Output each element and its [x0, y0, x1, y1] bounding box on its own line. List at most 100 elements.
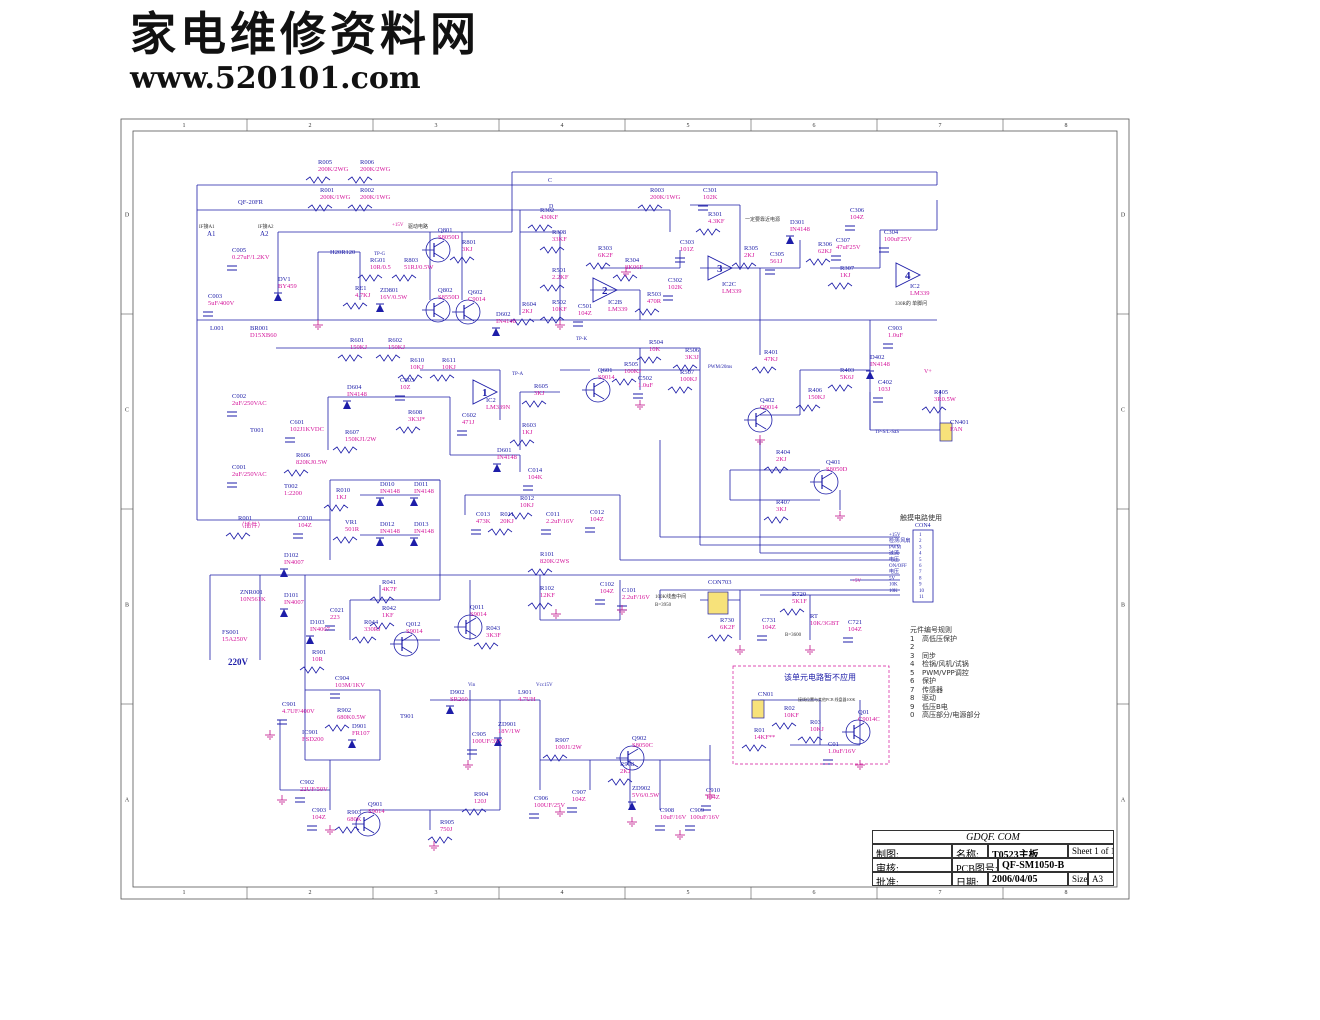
component-ref: R102	[540, 585, 554, 592]
component-ref: D012	[380, 521, 394, 528]
component-ref: R398	[552, 229, 566, 236]
diode-symbol	[306, 636, 314, 644]
component-ref: R720	[792, 591, 806, 598]
component-value: 10R/0.5	[370, 264, 391, 271]
component-value: 100UF/35V	[472, 738, 503, 745]
component-value: 5V6/0.5W	[632, 792, 660, 799]
component-value: 2KJ	[776, 456, 787, 463]
component-ref: R604	[522, 301, 537, 308]
component-value: 100KJ	[624, 368, 641, 375]
transistor-symbol	[821, 484, 833, 492]
grid-col-label: 5	[687, 123, 690, 129]
component-ref: T001	[250, 427, 264, 434]
component-value: 3K3J*	[408, 416, 425, 423]
diode-symbol	[410, 538, 418, 546]
component-value: C9014	[468, 296, 486, 303]
component-value: S8550D	[438, 294, 460, 301]
grid-row-label: C	[1121, 408, 1125, 414]
component-ref: R607	[345, 429, 360, 436]
resistor-symbol	[332, 446, 358, 454]
component-ref: R401	[764, 349, 778, 356]
resistor-symbol	[667, 386, 693, 394]
component-value: 150KJ	[350, 344, 367, 351]
component-ref: D011	[414, 481, 428, 488]
resistor-symbol	[473, 642, 499, 650]
component-ref: C013	[476, 511, 490, 518]
wire-layer	[196, 171, 941, 830]
diode-symbol	[280, 609, 288, 617]
component-value: 200K/2WG	[360, 166, 391, 173]
transistor-symbol	[433, 252, 445, 260]
transistor-symbol	[755, 410, 767, 418]
resistor-symbol	[542, 754, 568, 762]
legend-entry: 2	[910, 643, 980, 652]
resistor-symbol	[337, 354, 363, 362]
component-ref: FS001	[222, 629, 239, 636]
component-value: 471J	[462, 419, 475, 426]
component-ref: R605	[534, 383, 548, 390]
component-ref: D901	[352, 723, 366, 730]
component-ref: R003	[650, 187, 664, 194]
resistor-symbol	[607, 778, 633, 786]
component-ref: C01	[828, 741, 839, 748]
connector-pin: 8	[919, 576, 922, 581]
resistor-symbol	[342, 302, 368, 310]
component-ref: ZNR001	[240, 589, 263, 596]
legend-entry-number: 9	[910, 702, 915, 711]
annotation-vin: Vin	[468, 683, 476, 688]
grid-row-label: B	[1121, 603, 1125, 609]
component-ref: R611	[442, 357, 456, 364]
component-value: 2KJ	[522, 308, 533, 315]
annotation-tp-sl: TP-S/L-SaS	[875, 430, 899, 435]
resistor-symbol	[539, 284, 565, 292]
component-value: 200K/1WG	[320, 194, 351, 201]
title-company: GDQF. COM	[872, 830, 1114, 844]
component-ref: C903	[312, 807, 326, 814]
component-value: 10KJ	[410, 364, 424, 371]
component-value: S9014	[470, 611, 487, 618]
grid-col-label: 2	[309, 890, 312, 896]
component-value: S8050D	[438, 234, 460, 241]
component-ref: VR1	[345, 519, 357, 526]
component-ref: C021	[330, 607, 344, 614]
resistor-symbol	[637, 204, 663, 212]
grid-row-label: A	[1121, 798, 1126, 804]
component-ref: R03	[810, 719, 821, 726]
component-value: 101Z	[680, 246, 694, 253]
title-approve-label: 批准:	[872, 872, 952, 886]
transistor-symbol	[627, 760, 639, 768]
annotation-v5: +5V	[852, 579, 861, 584]
component-value: IN4148	[380, 488, 400, 495]
component-value: 47KJ	[764, 356, 778, 363]
legend-entry-text: PWM/VPP调控	[922, 668, 969, 677]
component-value: 200K/2WG	[318, 166, 349, 173]
opamp-number: 1	[482, 387, 488, 399]
outer-border	[120, 118, 1130, 900]
component-ref: R305	[744, 245, 758, 252]
label-layer: R005200K/2WGR006200K/2WGR001200K/1WGR002…	[199, 159, 969, 833]
component-value: 102K	[703, 194, 718, 201]
component-value: 10N561K	[240, 596, 266, 603]
component-value: 10KF	[552, 306, 567, 313]
resistor-symbol	[427, 836, 453, 844]
legend-title: 元件编号规则	[910, 626, 952, 634]
annotation-mains-note2: IF接A2	[258, 223, 274, 230]
component-ref: Q802	[438, 287, 452, 294]
resistor-symbol	[391, 274, 417, 282]
resistor-symbol	[509, 439, 535, 447]
component-value: 104Z	[590, 516, 604, 523]
resistor-symbol	[299, 666, 325, 674]
legend-entry-text: 传感器	[922, 685, 943, 694]
unused-unit-box	[732, 665, 890, 765]
component-ref: R002	[360, 187, 374, 194]
component-value: 4.3KF	[708, 218, 725, 225]
component-ref: D402	[870, 354, 884, 361]
site-header: 家电维修资料网 www.520101.com	[130, 8, 480, 96]
title-name-label: 名称:	[952, 844, 988, 858]
resistor-symbol	[509, 318, 535, 326]
connector-pin: 5	[919, 558, 922, 563]
component-ref: ZD901	[498, 721, 516, 728]
annotation-vcc: +15V	[392, 223, 404, 228]
